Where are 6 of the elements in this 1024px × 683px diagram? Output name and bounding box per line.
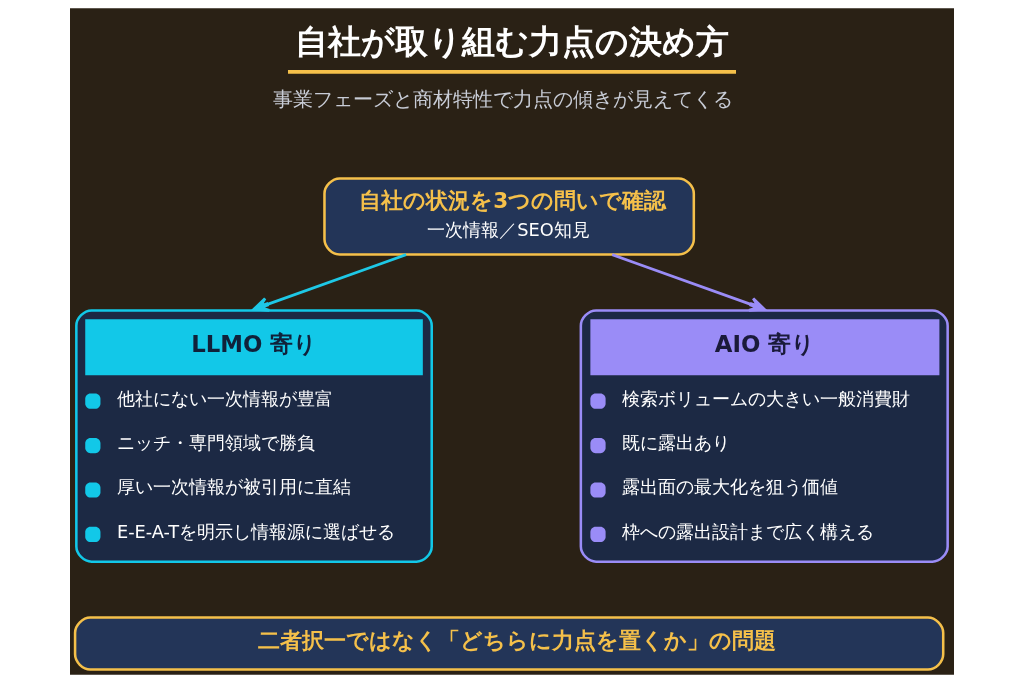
node-box: 二者択一ではなく「どちらに力点を置くか」の問題 [73, 616, 945, 671]
node-box: 自社の状況を3つの問いで確認 一次情報／SEO知見 [323, 177, 696, 256]
diagram-title: 自社が取り組む力点の決め方 [294, 22, 729, 62]
arrow [611, 253, 766, 312]
label: 事業フェーズと商材特性で力点の傾きが見えてくる [273, 86, 734, 111]
arrow [252, 253, 407, 312]
